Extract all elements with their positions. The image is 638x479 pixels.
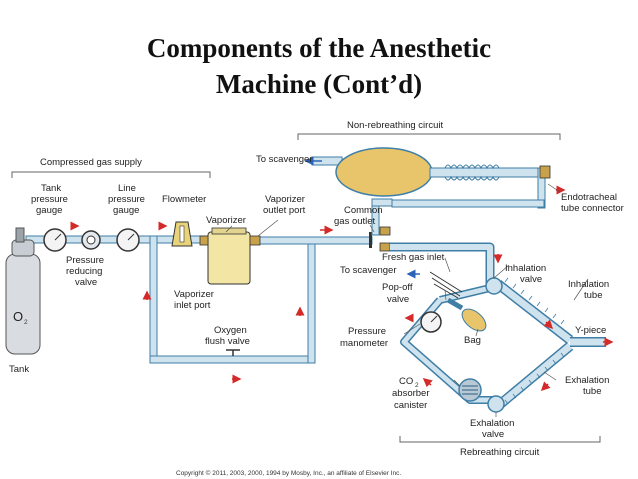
vaporizer-outlet-port-label-1: Vaporizer — [265, 194, 305, 205]
pressure-reducing-valve-label-1: Pressure — [66, 255, 104, 266]
exhalation-tube-label-1: Exhalation — [565, 375, 609, 386]
co2-absorber-label-subscript: 2 — [415, 382, 419, 389]
reservoir-bag-icon — [446, 297, 487, 332]
o2-subscript: 2 — [24, 319, 28, 326]
inhalation-tube-label-2: tube — [584, 290, 603, 301]
inhalation-valve-label-1: Inhalation — [505, 263, 546, 274]
non-rebreathing-brace — [297, 133, 561, 140]
vaporizer-label: Vaporizer — [206, 215, 246, 226]
pressure-manometer-icon — [420, 311, 442, 333]
tank-pressure-gauge — [43, 228, 67, 252]
line-pressure-gauge-label-2: pressure — [108, 194, 145, 205]
pressure-reducing-valve — [81, 230, 101, 250]
common-gas-outlet-label-1: Common — [344, 205, 383, 216]
vaporizer — [207, 227, 251, 285]
compressed-gas-supply-label: Compressed gas supply — [40, 157, 142, 168]
bag-label: Bag — [464, 335, 481, 346]
title-line-2: Machine (Cont’d) — [215, 69, 423, 99]
vaporizer-inlet-port-icon — [199, 235, 209, 246]
non-rebreathing-circuit — [311, 147, 551, 236]
vaporizer-inlet-port-label-2: inlet port — [174, 300, 211, 311]
y-piece-label: Y-piece — [575, 325, 606, 336]
oxygen-flush-valve-icon — [226, 349, 240, 356]
exhalation-valve-icon — [487, 395, 505, 413]
pressure-reducing-valve-label-2: reducing — [66, 266, 102, 277]
flowmeter — [171, 221, 193, 247]
title-line-1: Components of the Anesthetic — [146, 33, 492, 63]
exhalation-tube-label-2: tube — [583, 386, 602, 397]
inhalation-valve-label-2: valve — [520, 274, 542, 285]
to-scavenger-top-label: To scavenger — [256, 154, 313, 165]
pop-off-valve-label-1: Pop-off — [382, 282, 413, 293]
rebreathing-brace — [399, 436, 601, 443]
co2-absorber-canister-icon — [458, 378, 482, 402]
endotracheal-tube-connector-label-1: Endotracheal — [561, 192, 617, 203]
rebreathing-circuit-label: Rebreathing circuit — [460, 447, 540, 458]
o2-tank: O 2 — [5, 227, 41, 355]
flowmeter-label: Flowmeter — [162, 194, 206, 205]
co2-absorber-label-3: canister — [394, 400, 427, 411]
line-pressure-gauge-label-1: Line — [118, 183, 136, 194]
pressure-manometer-label-1: Pressure — [348, 326, 386, 337]
copyright-text: Copyright © 2011, 2003, 2000, 1994 by Mo… — [176, 469, 401, 477]
endotracheal-tube-connector-label-2: tube connector — [561, 203, 624, 214]
line-pressure-gauge-label-3: gauge — [113, 205, 139, 216]
exhalation-valve-label-2: valve — [482, 429, 504, 440]
pop-off-valve-label-2: valve — [387, 294, 409, 305]
o2-label: O — [13, 309, 23, 324]
corrugation-marks — [504, 277, 565, 405]
vaporizer-outlet-port-label-2: outlet port — [263, 205, 306, 216]
vaporizer-outlet-port-icon — [249, 235, 261, 246]
vaporizer-inlet-port-label-1: Vaporizer — [174, 289, 214, 300]
common-gas-outlet-icon — [369, 226, 391, 252]
pressure-reducing-valve-label-3: valve — [75, 277, 97, 288]
flow-arrows — [70, 156, 614, 392]
pressure-manometer-label-2: manometer — [340, 338, 388, 349]
fresh-gas-inlet-label: Fresh gas inlet — [382, 252, 445, 263]
exhalation-valve-label-1: Exhalation — [470, 418, 514, 429]
tank-pressure-gauge-label-1: Tank — [41, 183, 61, 194]
line-pressure-gauge — [116, 228, 140, 252]
co2-absorber-label-2: absorber — [392, 388, 430, 399]
non-rebreathing-circuit-label: Non-rebreathing circuit — [347, 120, 443, 131]
gas-supply-tubing — [25, 235, 373, 364]
to-scavenger-mid-label: To scavenger — [340, 265, 397, 276]
inhalation-valve-icon — [485, 277, 503, 295]
slide-title: Components of the Anesthetic Machine (Co… — [0, 30, 638, 102]
oxygen-flush-valve-label-2: flush valve — [205, 336, 250, 347]
tank-pressure-gauge-label-2: pressure — [31, 194, 68, 205]
inhalation-tube-label-1: Inhalation — [568, 279, 609, 290]
co2-absorber-label-1: CO — [399, 376, 413, 387]
pop-off-valve-icon — [429, 271, 463, 299]
common-gas-outlet-label-2: gas outlet — [334, 216, 376, 227]
oxygen-flush-valve-label-1: Oxygen — [214, 325, 247, 336]
tank-pressure-gauge-label-3: gauge — [36, 205, 62, 216]
leader-lines — [225, 183, 589, 417]
tank-label: Tank — [9, 364, 29, 375]
rebreathing-circuit — [390, 242, 606, 410]
compressed-gas-brace — [11, 171, 211, 178]
